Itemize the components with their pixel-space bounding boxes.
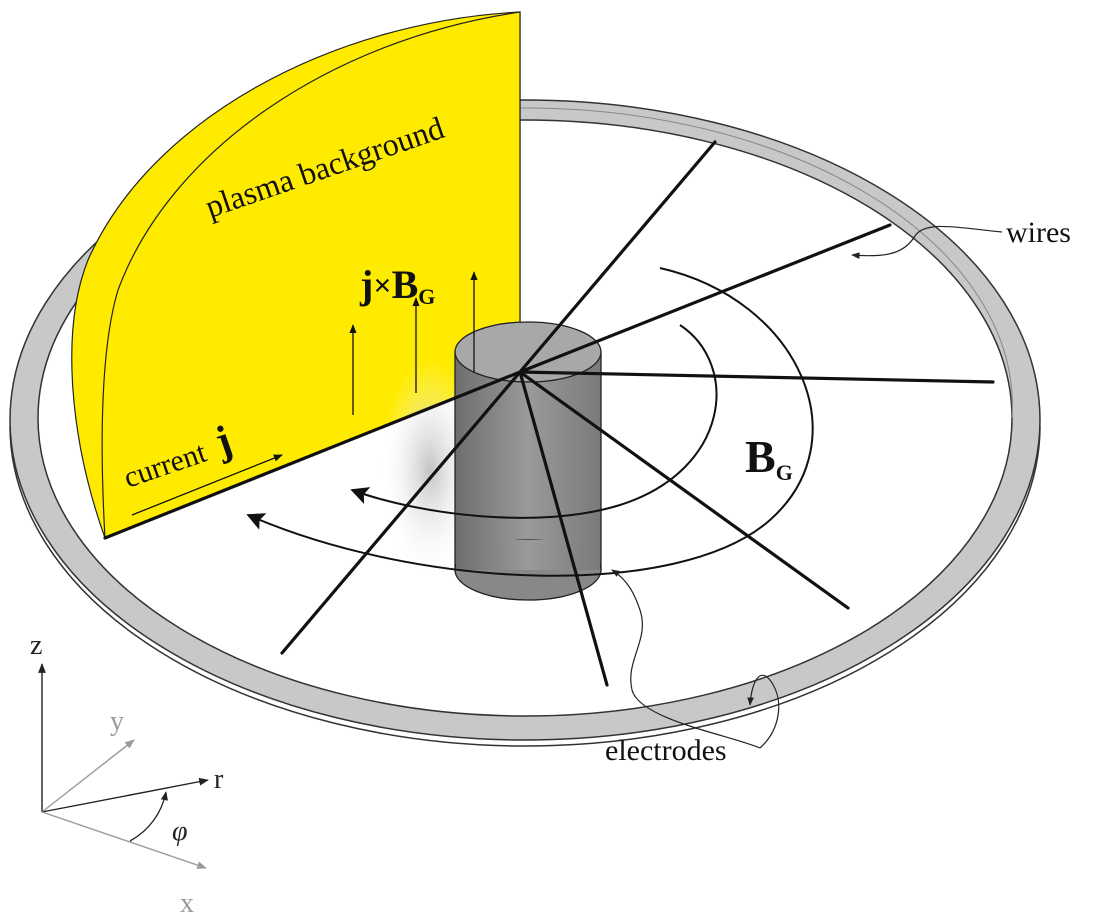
wire xyxy=(518,223,892,374)
r-axis xyxy=(41,777,209,813)
electrodes-callout: electrodes xyxy=(605,569,780,767)
y-axis-label: y xyxy=(110,706,124,737)
field-B-symbol: B xyxy=(745,431,776,482)
wires-leader xyxy=(851,225,1003,259)
x-axis xyxy=(41,811,207,869)
coordinate-axes: z y r x φ xyxy=(30,630,224,915)
force-j-symbol: j xyxy=(359,262,373,307)
wire xyxy=(518,370,609,687)
cylinder-body xyxy=(454,351,602,571)
y-axis xyxy=(41,739,135,813)
wires-label: wires xyxy=(1006,216,1071,249)
force-B-subscript: G xyxy=(418,284,435,309)
radial-wires xyxy=(103,140,995,687)
wire xyxy=(518,140,717,374)
force-arrows xyxy=(349,271,478,415)
field-arc-outer xyxy=(246,267,814,577)
field-B-subscript: G xyxy=(776,460,793,485)
svg-text:BG: BG xyxy=(745,431,793,485)
phi-arc xyxy=(129,791,168,842)
phi-label: φ xyxy=(172,816,188,847)
wire xyxy=(518,370,995,384)
force-cross-symbol: × xyxy=(373,267,391,303)
z-axis-label: z xyxy=(30,630,42,661)
wires-callout: wires xyxy=(851,216,1071,259)
r-axis-label: r xyxy=(214,764,224,795)
ring-inner-wall xyxy=(519,107,1013,419)
ring-lower-edge xyxy=(9,425,1041,747)
electrodes-leader-to-ring xyxy=(747,674,780,749)
wire xyxy=(280,370,522,655)
field-label: BG xyxy=(745,431,793,485)
svg-text:j×BG: j×BG xyxy=(359,262,435,309)
cylinder-top xyxy=(454,321,602,383)
current-arrow xyxy=(131,454,283,516)
electrodes-leader-to-cylinder xyxy=(611,569,761,749)
wire xyxy=(103,370,522,540)
wire xyxy=(518,370,850,610)
electrodes-label: electrodes xyxy=(605,734,727,767)
force-label: j×BG xyxy=(359,262,435,309)
force-B-symbol: B xyxy=(392,262,419,307)
x-axis-label: x xyxy=(180,888,194,915)
